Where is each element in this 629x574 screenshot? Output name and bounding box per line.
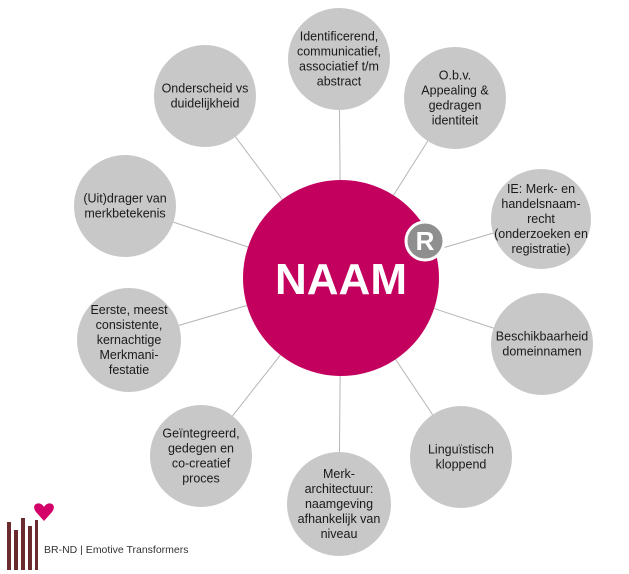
satellite-label-line: co-creatief — [172, 457, 231, 471]
satellite-label-line: registratie) — [511, 242, 570, 256]
connector-line — [393, 140, 429, 196]
satellite-circle — [404, 47, 506, 149]
satellite-label-line: kernachtige — [97, 333, 162, 347]
satellite-circle — [410, 406, 512, 508]
satellites: Identificerend,communicatief,associatief… — [74, 8, 593, 556]
connectors — [173, 109, 494, 453]
satellite-label-line: Merk- — [323, 467, 355, 481]
connector-line — [433, 308, 494, 329]
satellite-label-line: handelsnaam- — [501, 197, 580, 211]
satellite-label-line: duidelijkheid — [171, 97, 240, 111]
satellite-circle — [491, 169, 591, 269]
satellite-circle — [287, 452, 391, 556]
satellite-label-line: identiteit — [432, 114, 479, 128]
connector-line — [338, 375, 341, 453]
satellite-label-line: Appealing & — [421, 84, 489, 98]
satellite-label-line: merkbetekenis — [84, 207, 165, 221]
satellite-label-line: Linguïstisch — [428, 443, 494, 457]
satellite-label-line: Onderscheid vs — [162, 82, 249, 96]
connector-line — [173, 221, 249, 248]
satellite-circle — [491, 293, 593, 395]
connector-line — [178, 305, 248, 326]
satellite-label-line: architectuur: — [305, 482, 374, 496]
satellite-circle — [150, 405, 252, 507]
satellite-label-line: communicatief, — [297, 45, 381, 59]
satellite-label-line: naamgeving — [305, 497, 373, 511]
brand-logo-icon — [7, 503, 54, 570]
satellite-circle — [77, 288, 181, 392]
connector-line — [395, 359, 434, 415]
satellite-label-line: Identificerend, — [300, 30, 379, 44]
satellite-circle — [154, 45, 256, 147]
connector-line — [235, 136, 283, 200]
satellite-label-line: (Uit)drager van — [83, 192, 166, 206]
center-circle — [243, 180, 439, 376]
satellite-label-line: niveau — [321, 527, 358, 541]
satellite-label-line: Merkmani- — [99, 348, 158, 362]
footer-brand: BR-ND | Emotive Transformers — [44, 544, 189, 556]
satellite-label-line: gedragen — [429, 99, 482, 113]
satellite-circle — [288, 8, 390, 110]
center-label: NAAM — [275, 255, 407, 304]
satellite-label-line: kloppend — [436, 458, 487, 472]
satellite-label: Identificerend,communicatief,associatief… — [297, 30, 381, 89]
connector-line — [338, 109, 341, 181]
satellite-label-line: gedegen en — [168, 442, 234, 456]
satellite-label-line: consistente, — [96, 318, 163, 332]
satellite-label-line: (onderzoeken en — [494, 227, 588, 241]
satellite-label-line: IE: Merk- en — [507, 182, 575, 196]
satellite-label-line: Eerste, meest — [90, 303, 168, 317]
satellite-label-line: associatief t/m — [299, 60, 379, 74]
connector-line — [434, 232, 494, 251]
satellite-label-line: domeinnamen — [502, 345, 581, 359]
satellite-label-line: proces — [182, 472, 220, 486]
satellite-label-line: O.b.v. — [439, 69, 471, 83]
registered-symbol: R — [416, 226, 435, 256]
satellite-label-line: Beschikbaarheid — [496, 330, 588, 344]
satellite-label-line: festatie — [109, 363, 149, 377]
satellite-node: Identificerend,communicatief,associatief… — [288, 8, 390, 110]
satellite-label-line: afhankelijk van — [298, 512, 381, 526]
satellite-label-line: abstract — [317, 75, 362, 89]
satellite-label-line: recht — [527, 212, 555, 226]
registered-icon: R — [404, 220, 446, 262]
connector-line — [232, 354, 281, 417]
satellite-circle — [74, 155, 176, 257]
satellite-label-line: Geïntegreerd, — [162, 427, 239, 441]
